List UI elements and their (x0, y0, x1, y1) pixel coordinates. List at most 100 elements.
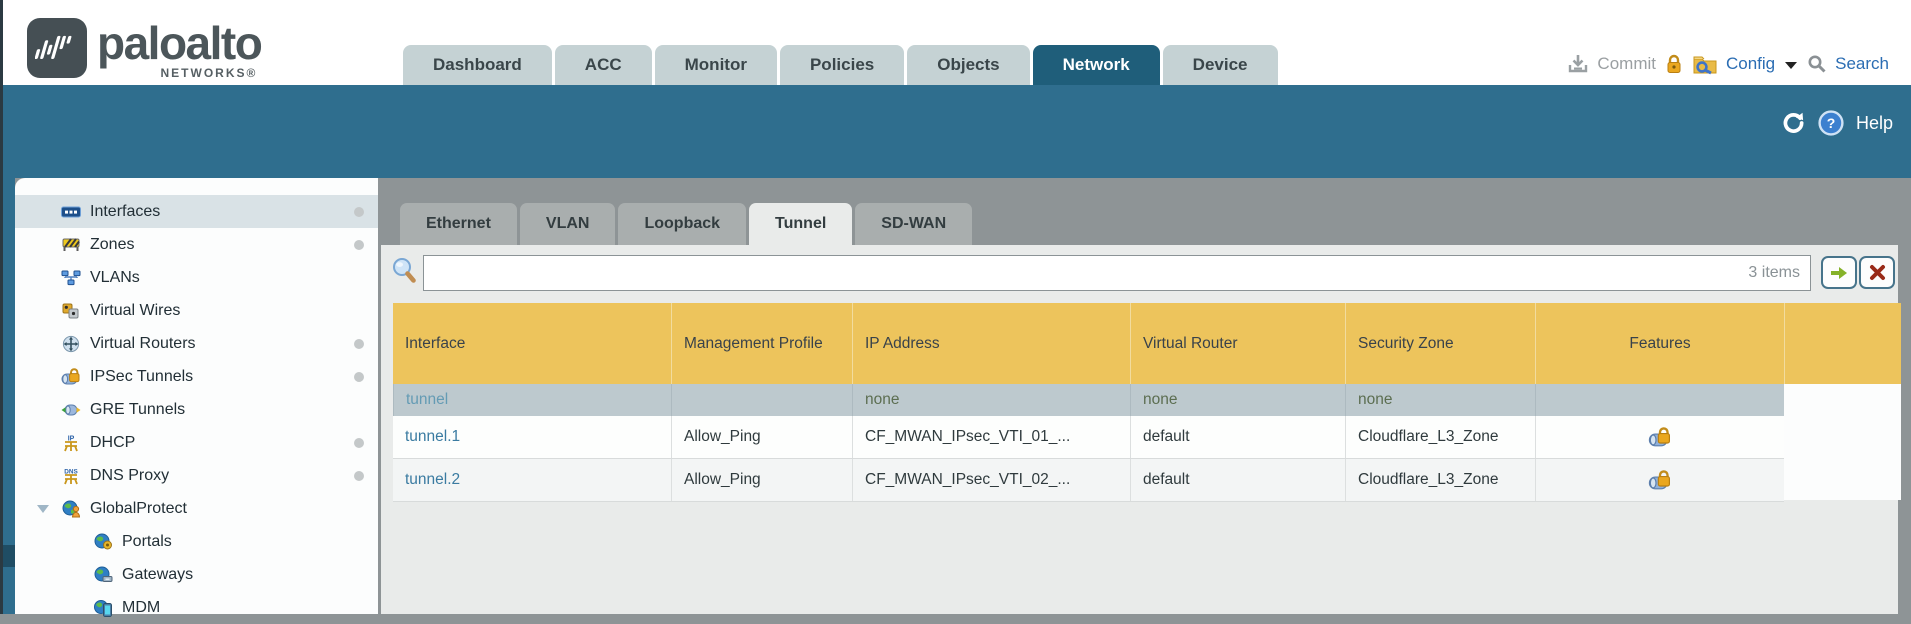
toolbar-tools: ? Help (1780, 110, 1893, 136)
red-x-icon (1869, 265, 1885, 280)
clear-filter-button[interactable] (1859, 256, 1895, 289)
sidebar-item-interfaces[interactable]: Interfaces (15, 195, 378, 228)
apply-filter-button[interactable] (1821, 256, 1857, 289)
sidebar-item-label: DNS Proxy (90, 466, 170, 484)
sidebar-item-label: Interfaces (90, 202, 161, 220)
items-count: 3 items (1748, 264, 1800, 281)
security-zone-cell: Cloudflare_L3_Zone (1345, 459, 1535, 501)
sidebar-item-mdm[interactable]: MDM (15, 591, 378, 624)
tab-policies[interactable]: Policies (779, 45, 905, 85)
management-profile-cell: Allow_Ping (671, 459, 852, 501)
column-header-features[interactable]: Features (1535, 303, 1784, 384)
status-dot (354, 371, 364, 382)
tunnel-interfaces-table: Interface Management Profile IP Address … (393, 303, 1901, 502)
ip-address-cell: CF_MWAN_IPsec_VTI_01_... (852, 416, 1130, 458)
left-edge-strip (3, 88, 15, 614)
sidebar-item-label: MDM (122, 598, 161, 616)
top-header: paloalto NETWORKS® Dashboard ACC Monitor… (3, 0, 1911, 88)
subtab-tunnel[interactable]: Tunnel (749, 203, 853, 245)
commit-icon[interactable] (1567, 53, 1589, 75)
sidebar-item-portals[interactable]: Portals (15, 525, 378, 558)
subtab-loopback[interactable]: Loopback (618, 203, 747, 245)
tab-acc[interactable]: ACC (554, 45, 652, 85)
subtab-vlan[interactable]: VLAN (519, 203, 616, 245)
gateways-icon (93, 566, 113, 584)
table-row-tunnel-1[interactable]: tunnel.1 Allow_Ping CF_MWAN_IPsec_VTI_01… (393, 416, 1784, 459)
help-label[interactable]: Help (1855, 112, 1893, 133)
sidebar-item-label: IPSec Tunnels (90, 367, 194, 385)
dns-proxy-icon: DNS (61, 467, 81, 485)
table-row-tunnel[interactable]: tunnel none none none (393, 384, 1784, 416)
status-dot (354, 470, 364, 481)
sidebar-item-vlans[interactable]: VLANs (15, 261, 378, 294)
column-header-interface[interactable]: Interface (405, 334, 466, 352)
sidebar-item-zones[interactable]: Zones (15, 228, 378, 261)
tab-device[interactable]: Device (1162, 45, 1278, 85)
ipsec-lock-icon (1648, 427, 1670, 447)
virtual-router-cell: none (1130, 384, 1345, 416)
ipsec-lock-icon (1648, 470, 1670, 490)
tab-monitor[interactable]: Monitor (654, 45, 777, 85)
column-header-virtual-router[interactable]: Virtual Router (1130, 303, 1345, 384)
subtab-sdwan[interactable]: SD-WAN (855, 203, 973, 245)
status-dot (354, 239, 364, 250)
network-sidebar: Interfaces Zones (15, 178, 378, 617)
paloalto-logo-mark-icon (27, 18, 87, 78)
brand-sub: NETWORKS® (160, 66, 258, 80)
filter-row: 3 items (391, 253, 1898, 293)
sidebar-item-virtual-wires[interactable]: Virtual Wires (15, 294, 378, 327)
expand-collapse-icon[interactable] (37, 504, 49, 513)
sidebar-item-gre-tunnels[interactable]: GRE Tunnels (15, 393, 378, 426)
column-header-ip-address[interactable]: IP Address (852, 303, 1130, 384)
commit-button[interactable]: Commit (1597, 54, 1656, 73)
wordmark: paloalto NETWORKS® (97, 18, 263, 80)
sidebar-item-label: Portals (122, 532, 172, 550)
sidebar-item-ipsec-tunnels[interactable]: IPSec Tunnels (15, 360, 378, 393)
interface-link[interactable]: tunnel.2 (405, 471, 461, 488)
help-icon[interactable]: ? (1818, 110, 1844, 136)
sidebar-item-gateways[interactable]: Gateways (15, 558, 378, 591)
security-zone-cell: none (1345, 384, 1535, 416)
sidebar-item-label: VLANs (90, 268, 140, 286)
secondary-toolbar: ? Help (3, 88, 1911, 178)
ip-address-cell: none (852, 384, 1130, 416)
search-icon[interactable] (1807, 54, 1827, 74)
main-content: Ethernet VLAN Loopback Tunnel SD-WAN 3 i… (378, 178, 1911, 614)
sidebar-item-label: Virtual Wires (90, 301, 181, 319)
table-row-tunnel-2[interactable]: tunnel.2 Allow_Ping CF_MWAN_IPsec_VTI_02… (393, 459, 1784, 502)
refresh-icon[interactable] (1780, 110, 1806, 136)
tab-network[interactable]: Network (1032, 45, 1160, 85)
config-icon[interactable] (1692, 53, 1718, 75)
filter-input[interactable] (424, 256, 1749, 290)
sidebar-item-virtual-routers[interactable]: Virtual Routers (15, 327, 378, 360)
column-header-security-zone[interactable]: Security Zone (1345, 303, 1535, 384)
security-zone-cell: Cloudflare_L3_Zone (1345, 416, 1535, 458)
virtual-router-cell: default (1130, 459, 1345, 501)
lock-icon[interactable] (1664, 53, 1684, 75)
ip-address-cell: CF_MWAN_IPsec_VTI_02_... (852, 459, 1130, 501)
interface-link[interactable]: tunnel (406, 391, 449, 408)
subtab-ethernet[interactable]: Ethernet (400, 203, 517, 245)
tunnel-panel: 3 items Interface Management (381, 245, 1901, 614)
search-button[interactable]: Search (1835, 54, 1889, 73)
sidebar-item-globalprotect[interactable]: GlobalProtect (15, 492, 378, 525)
sidebar-item-dns-proxy[interactable]: DNS DNS Proxy (15, 459, 378, 492)
column-header-management-profile[interactable]: Management Profile (671, 303, 852, 384)
tab-dashboard[interactable]: Dashboard (403, 45, 552, 85)
features-cell (1535, 384, 1784, 416)
sidebar-collapse-handle[interactable] (3, 545, 15, 567)
config-menu-button[interactable]: Config (1725, 54, 1776, 73)
sidebar-item-label: Zones (90, 235, 135, 253)
tab-objects[interactable]: Objects (907, 45, 1030, 85)
virtual-router-cell: default (1130, 416, 1345, 458)
sidebar-item-dhcp[interactable]: IP DHCP (15, 426, 378, 459)
svg-text:IP: IP (68, 435, 75, 442)
globalprotect-icon (61, 500, 81, 518)
interface-type-subtabs: Ethernet VLAN Loopback Tunnel SD-WAN (400, 203, 973, 245)
chevron-down-icon[interactable] (1785, 61, 1798, 69)
sidebar-item-label: GRE Tunnels (90, 400, 186, 418)
filter-box: 3 items (423, 255, 1811, 291)
dhcp-icon: IP (61, 434, 81, 452)
interface-link[interactable]: tunnel.1 (405, 428, 461, 445)
